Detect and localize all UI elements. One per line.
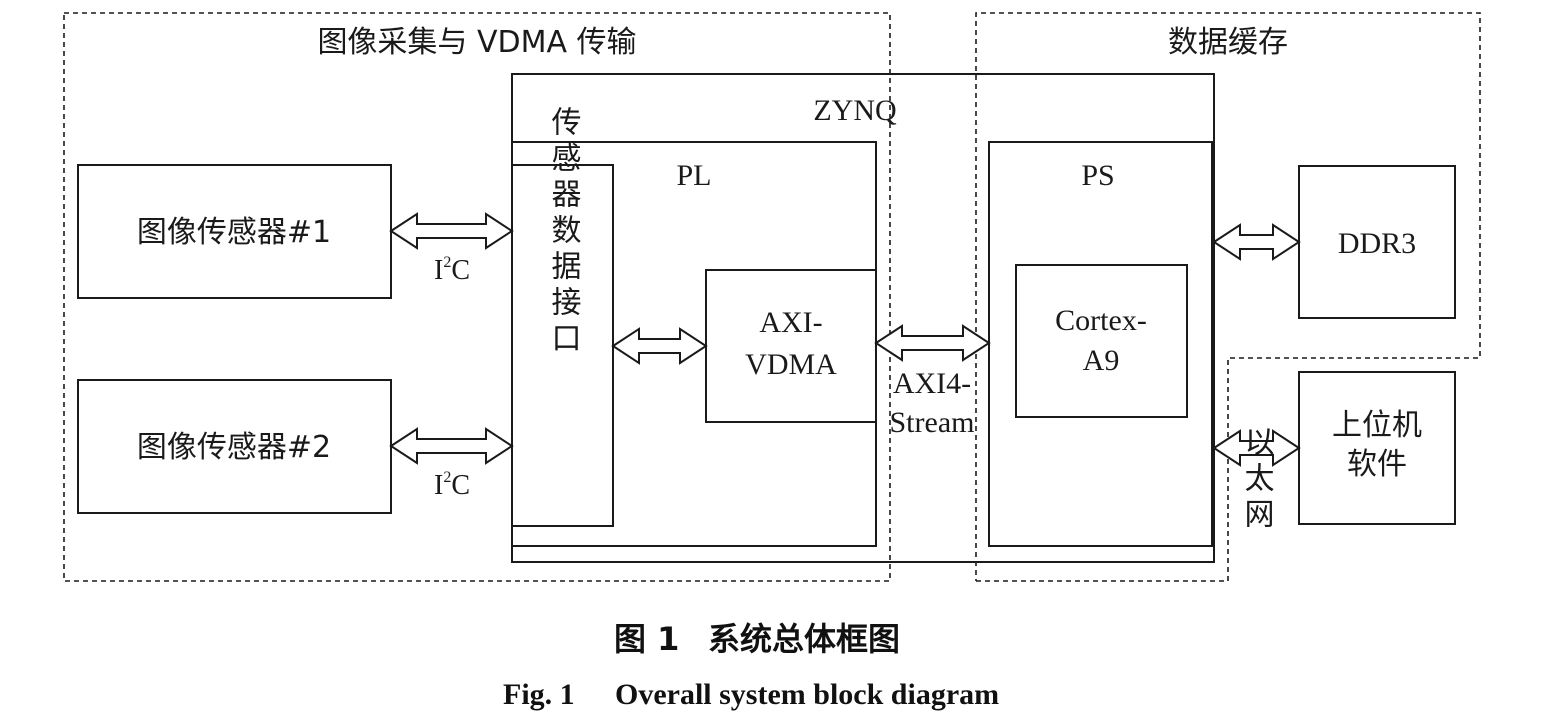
caption-zh-title: 系统总体框图 — [708, 620, 900, 658]
i2c-2-label: I2C — [434, 469, 470, 501]
acquisition-group-title: 图像采集与 VDMA 传输 — [317, 25, 636, 60]
caption-en-title: Overall system block diagram — [615, 678, 999, 711]
zynq-label: ZYNQ — [813, 94, 897, 127]
interface-vdma-arrow — [611, 327, 708, 365]
cache-group-boundary — [975, 12, 1481, 582]
i2c-1-label: I2C — [434, 254, 470, 286]
ethernet-arrow — [1212, 429, 1301, 467]
host-software-label-line2: 软件 — [1347, 447, 1407, 482]
sensor-1-label: 图像传感器#1 — [137, 215, 331, 250]
cortex-a9-label-line2: A9 — [1083, 344, 1120, 377]
host-software-label-line1: 上位机 — [1332, 408, 1422, 443]
cortex-a9-block — [1015, 264, 1188, 418]
sensor-2-label: 图像传感器#2 — [137, 430, 331, 465]
ddr3-label: DDR3 — [1338, 227, 1416, 260]
axi4-stream-label-line1: AXI4- — [893, 367, 971, 400]
cortex-a9-label-line1: Cortex- — [1055, 304, 1147, 337]
ps-label: PS — [1081, 159, 1114, 192]
ps-ddr3-arrow — [1212, 223, 1301, 261]
sensor-interface-label: 传感器数据接口 — [546, 106, 582, 358]
caption-zh-label: 图 1 — [614, 620, 679, 658]
axi-vdma-label-line2: VDMA — [745, 348, 837, 381]
axi4-stream-arrow — [874, 324, 991, 362]
acquisition-group-boundary — [63, 12, 891, 582]
axi-vdma-label-line1: AXI- — [759, 306, 822, 339]
caption-en-label: Fig. 1 — [503, 678, 575, 711]
ethernet-label: 以太网 — [1239, 426, 1274, 534]
axi4-stream-label-line2: Stream — [890, 406, 975, 439]
cache-group-title: 数据缓存 — [1168, 25, 1288, 60]
axi-vdma-block — [705, 269, 877, 423]
pl-label: PL — [676, 159, 711, 192]
i2c-1-arrow — [389, 212, 514, 250]
i2c-2-arrow — [389, 427, 514, 465]
